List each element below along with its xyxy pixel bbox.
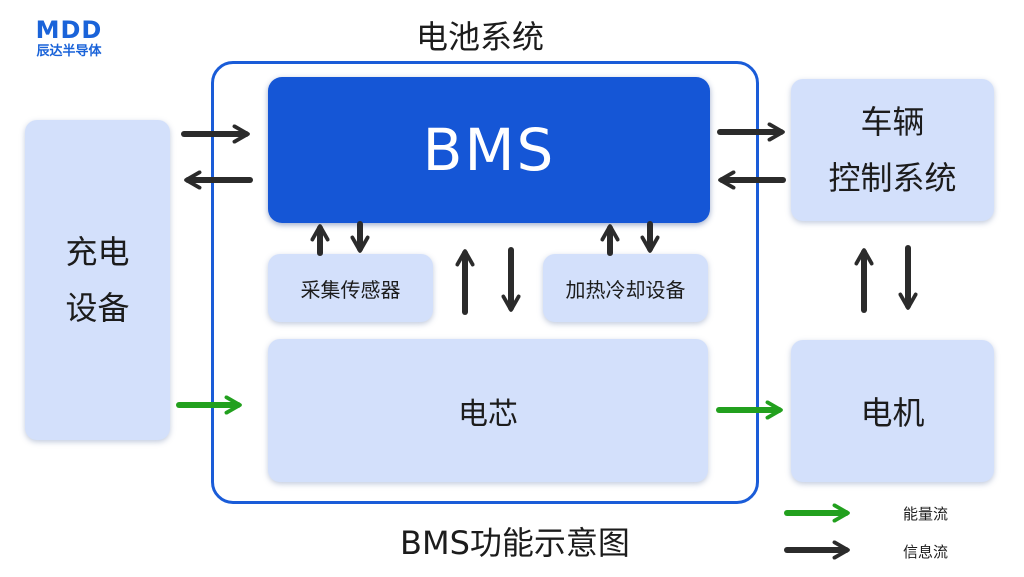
vehicle-control-block: 车辆 控制系统	[791, 79, 994, 221]
bms-block: BMS	[268, 77, 710, 223]
logo-mark: MDD	[35, 16, 103, 44]
thermal-block: 加热冷却设备	[543, 254, 708, 322]
vehicle-label-line1: 车辆	[860, 103, 925, 141]
company-logo: MDD 辰达半导体	[24, 18, 114, 58]
diagram-caption: BMS功能示意图	[400, 524, 630, 562]
logo-text: 辰达半导体	[36, 44, 102, 59]
legend-info-label: 信息流	[903, 543, 949, 561]
motor-block: 电机	[791, 340, 994, 482]
charger-label-line1: 充电	[65, 233, 130, 271]
vehicle-label-line2: 控制系统	[828, 159, 957, 197]
charger-label-line2: 设备	[65, 289, 130, 327]
cell-label: 电芯	[458, 396, 518, 432]
charger-block: 充电 设备	[25, 120, 170, 440]
thermal-label: 加热冷却设备	[565, 277, 686, 302]
cell-block: 电芯	[268, 339, 708, 482]
sensor-block: 采集传感器	[268, 254, 433, 322]
battery-system-title: 电池系统	[415, 18, 544, 56]
legend-energy-label: 能量流	[903, 505, 949, 523]
sensor-label: 采集传感器	[300, 277, 401, 302]
battery-system-frame	[211, 61, 759, 504]
bms-label: BMS	[422, 116, 556, 184]
motor-label: 电机	[860, 394, 925, 432]
